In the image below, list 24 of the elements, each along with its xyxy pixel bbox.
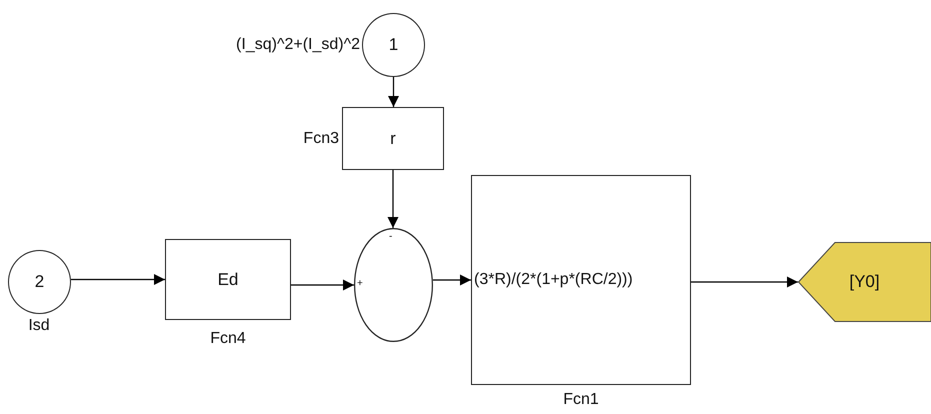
- arrow: [691, 276, 798, 288]
- block-label: (3*R)/(2*(1+p*(RC/2))): [474, 271, 633, 289]
- arrow: [388, 170, 398, 228]
- block-label: [Y0]: [849, 272, 880, 292]
- goto-tag: [798, 242, 931, 322]
- arrow: [291, 280, 354, 290]
- block-name: Fcn4: [210, 330, 246, 348]
- block-name: (I_sq)^2+(I_sd)^2: [236, 36, 360, 54]
- block-label: 1: [388, 35, 398, 55]
- function-block: [342, 107, 444, 170]
- sum-block: [354, 228, 433, 342]
- block-name: Isd: [28, 317, 50, 335]
- arrow: [71, 274, 165, 285]
- function-block: [471, 175, 691, 385]
- block-name: Fcn1: [563, 391, 599, 409]
- block-name: Fcn3: [303, 130, 339, 148]
- arrow: [388, 77, 399, 107]
- block-label: Ed: [218, 270, 238, 290]
- function-block: [165, 239, 291, 320]
- block-label: 2: [34, 272, 44, 292]
- port-sign: -: [389, 232, 392, 242]
- block-label: r: [390, 128, 396, 148]
- port-sign: +: [357, 279, 363, 289]
- arrow: [433, 274, 471, 286]
